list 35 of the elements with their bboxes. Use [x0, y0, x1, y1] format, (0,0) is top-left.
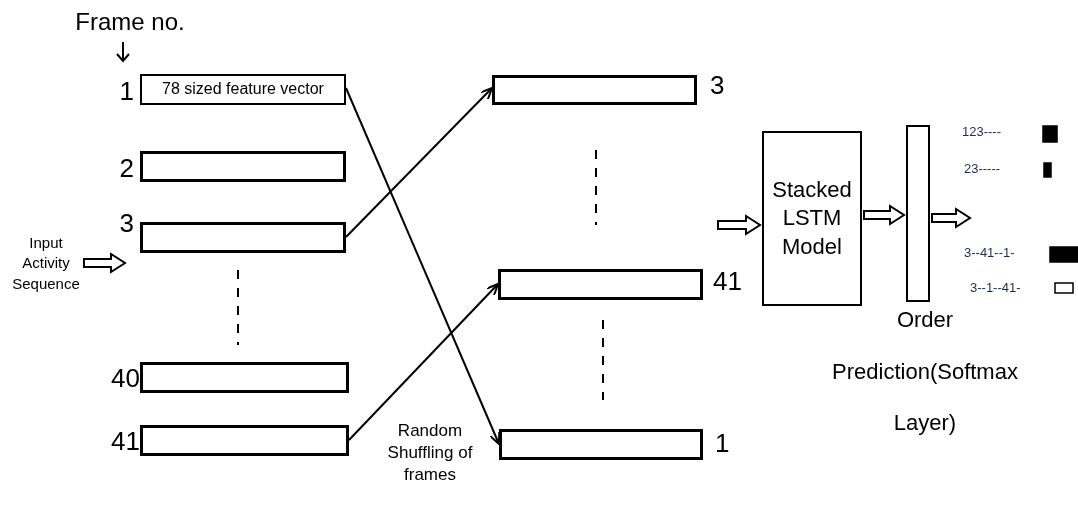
frame-number: 41	[110, 426, 140, 458]
feature-vector-box	[140, 151, 346, 182]
order-label: 3--1--41-	[970, 280, 1022, 297]
feature-vector-box	[140, 222, 346, 253]
axis-title: Frame no.	[74, 7, 186, 37]
frame-number: 2	[118, 153, 134, 185]
feature-vector-box	[140, 425, 349, 456]
block-arrow	[83, 252, 127, 274]
feature-vector-box	[498, 269, 703, 300]
block-arrow	[717, 214, 762, 236]
layer-caption: Order Prediction(Softmax Layer)	[831, 306, 1019, 438]
lstm-model-box	[762, 131, 862, 306]
frame-number: 41	[713, 266, 743, 298]
frame-number: 40	[110, 363, 140, 395]
order-label: 123----	[962, 124, 1002, 141]
arrow	[345, 87, 501, 445]
block-arrow	[931, 207, 972, 229]
frame-number: 3	[118, 208, 134, 240]
feature-vector-box	[492, 75, 697, 105]
shuffle-caption: Random Shuffling of frames	[386, 420, 474, 487]
arrow	[345, 87, 493, 238]
box-label: 78 sized feature vector	[162, 79, 324, 100]
frame-number: 1	[118, 76, 134, 108]
feature-vector-box	[140, 362, 349, 393]
input-label: Input Activity Sequence	[10, 233, 82, 294]
block-arrow	[863, 204, 906, 226]
frame-number: 1	[715, 428, 731, 460]
model-label: Stacked LSTM Model	[771, 175, 853, 261]
order-label: 3--41--1-	[964, 245, 1016, 262]
frame-number: 3	[710, 70, 726, 102]
arrow	[348, 283, 499, 441]
feature-vector-box	[499, 429, 703, 460]
softmax-layer-bar	[906, 125, 930, 302]
order-label: 23-----	[964, 161, 1002, 178]
feature-vector-box	[140, 74, 346, 105]
